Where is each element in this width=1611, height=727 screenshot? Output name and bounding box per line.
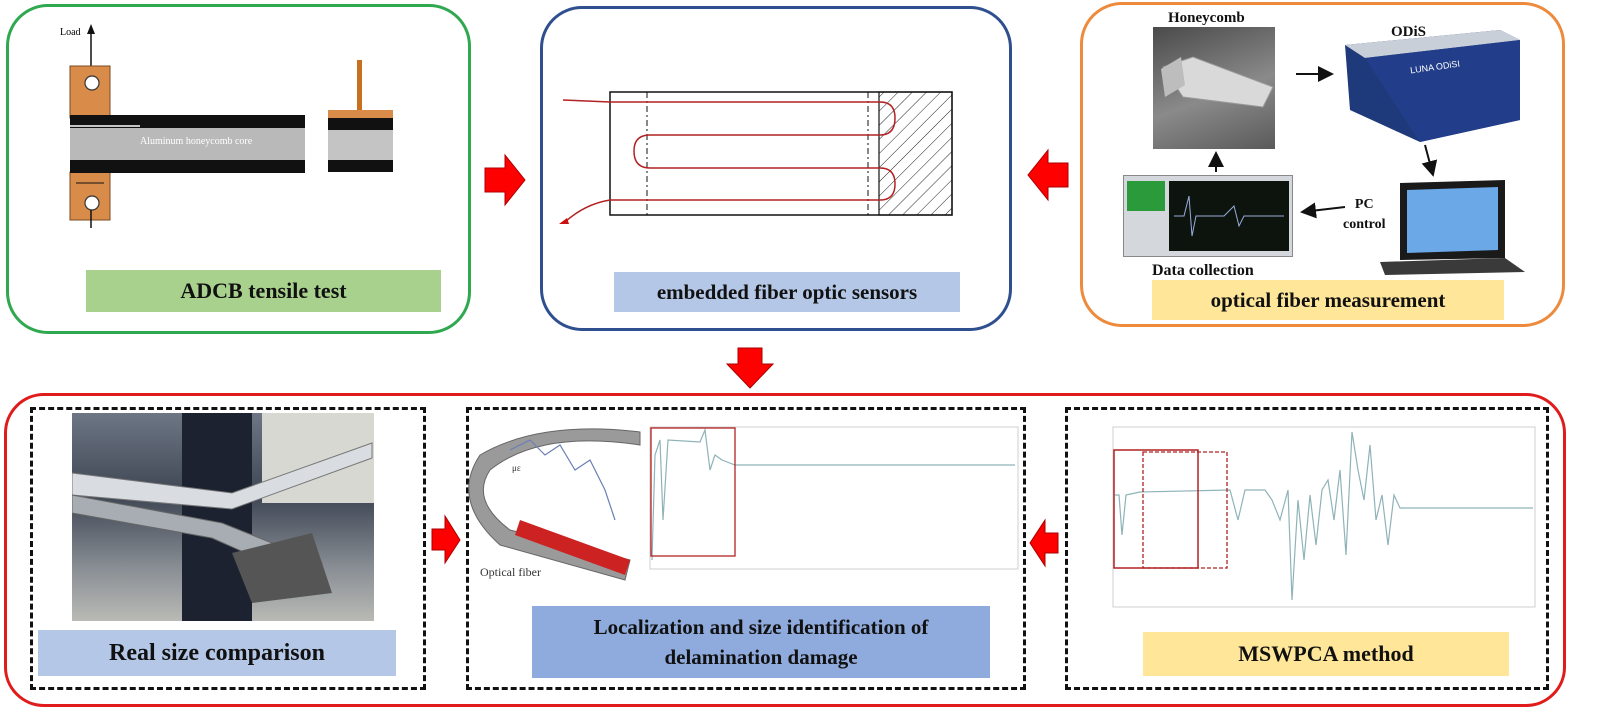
real-size-box bbox=[30, 407, 426, 690]
adcb-caption: ADCB tensile test bbox=[86, 270, 441, 312]
sensors-panel bbox=[540, 6, 1012, 331]
bottom-panel bbox=[4, 393, 1566, 707]
localization-caption: Localization and size identification of … bbox=[532, 606, 990, 678]
localization-box bbox=[466, 407, 1026, 690]
sensors-caption: embedded fiber optic sensors bbox=[614, 272, 960, 312]
strain-label: με bbox=[512, 463, 521, 473]
test-photo bbox=[72, 413, 374, 621]
honeycomb-photo bbox=[1153, 27, 1275, 149]
measurement-caption: optical fiber measurement bbox=[1152, 280, 1504, 320]
core-label: Aluminum honeycomb core bbox=[140, 136, 253, 147]
mswpca-box bbox=[1065, 407, 1549, 690]
load-label: Load bbox=[60, 27, 81, 38]
data-collection-label: Data collection bbox=[1152, 262, 1254, 279]
adcb-panel bbox=[6, 4, 471, 334]
pc-control-label: PC control bbox=[1343, 197, 1386, 232]
mswpca-caption: MSWPCA method bbox=[1143, 632, 1509, 676]
optical-fiber-label: Optical fiber bbox=[480, 565, 541, 579]
data-collection-screenshot bbox=[1123, 175, 1293, 257]
real-size-caption: Real size comparison bbox=[38, 630, 396, 676]
measurement-panel bbox=[1080, 2, 1565, 327]
honeycomb-label: Honeycomb bbox=[1168, 10, 1245, 26]
